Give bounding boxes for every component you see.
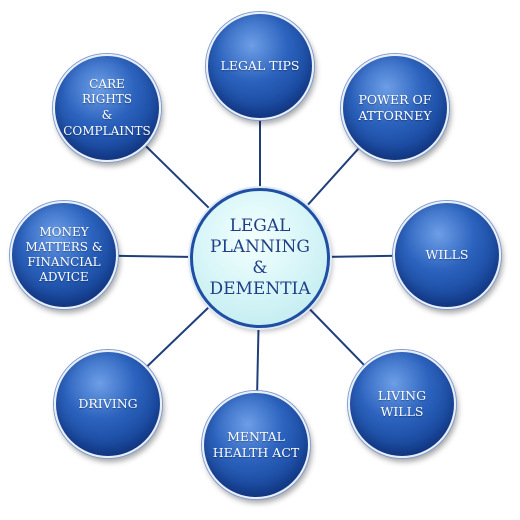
center-node-label: LEGAL PLANNING & DEMENTIA bbox=[209, 215, 311, 300]
node-money-matters-label: MONEY MATTERS & FINANCIAL ADVICE bbox=[25, 225, 103, 284]
node-power-of-attorney-label: POWER OF ATTORNEY bbox=[358, 91, 432, 123]
node-mental-health-act: MENTAL HEALTH ACT bbox=[202, 391, 310, 499]
node-care-rights-label: CARE RIGHTS & COMPLAINTS bbox=[63, 76, 151, 138]
node-mental-health-act-label: MENTAL HEALTH ACT bbox=[212, 428, 300, 460]
node-living-wills-label: LIVING WILLS bbox=[377, 387, 427, 419]
center-node: LEGAL PLANNING & DEMENTIA bbox=[190, 188, 330, 328]
node-power-of-attorney: POWER OF ATTORNEY bbox=[341, 54, 449, 162]
node-money-matters: MONEY MATTERS & FINANCIAL ADVICE bbox=[10, 201, 118, 309]
node-care-rights: CARE RIGHTS & COMPLAINTS bbox=[53, 54, 161, 162]
node-legal-tips: LEGAL TIPS bbox=[206, 12, 314, 120]
node-legal-tips-label: LEGAL TIPS bbox=[220, 57, 300, 73]
node-driving-label: DRIVING bbox=[78, 395, 138, 411]
node-living-wills: LIVING WILLS bbox=[348, 350, 456, 458]
node-driving: DRIVING bbox=[54, 350, 162, 458]
node-wills: WILLS bbox=[393, 201, 501, 309]
node-wills-label: WILLS bbox=[425, 246, 469, 262]
